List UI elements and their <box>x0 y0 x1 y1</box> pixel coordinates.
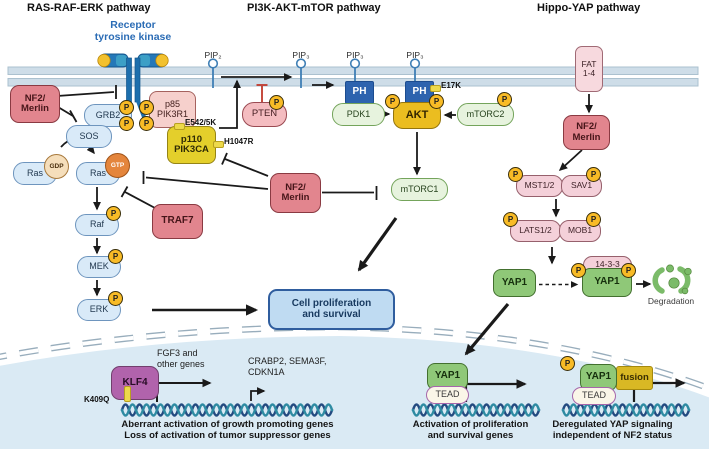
tead-node: TEAD <box>426 386 469 404</box>
nf2-merlin-node: NF2/ Merlin <box>10 85 60 123</box>
ph-domain-node: PH <box>345 81 374 104</box>
pten-inhibition-line <box>256 84 268 102</box>
phospho-badge: P <box>571 263 586 278</box>
phospho-badge: P <box>503 212 518 227</box>
phospho-badge: P <box>108 249 123 264</box>
lats1-2-node: LATS1/2 <box>510 220 561 242</box>
mutation-tick <box>430 85 441 92</box>
e542-mutation-label: E542/5K <box>185 118 217 127</box>
gtp-badge: GTP <box>105 153 130 178</box>
mutation-tick <box>213 141 224 148</box>
arrow-nf2-mst <box>558 149 583 171</box>
k409q-mutation-label: K409Q <box>84 395 110 404</box>
pten-node: PTEN <box>242 102 287 127</box>
pip3-label: PIP₃ <box>346 50 364 60</box>
phospho-badge: P <box>497 92 512 107</box>
phospho-badge: P <box>106 206 121 221</box>
tbar <box>69 110 78 123</box>
yap1-node: YAP1 <box>493 269 536 297</box>
phospho-badge: P <box>429 94 444 109</box>
pip3-label: PIP₃ <box>292 50 310 60</box>
cell-proliferation-box: Cell proliferation and survival <box>268 289 395 330</box>
mtorc2-node: mTORC2 <box>457 103 514 126</box>
title-ras-pathway: RAS-RAF-ERK pathway <box>27 2 151 14</box>
tbar <box>221 152 228 165</box>
caption-growth-genes: Aberrant activation of growth promoting … <box>121 419 334 442</box>
inhibit-traf7-rasgtp <box>124 191 156 209</box>
phospho-badge: P <box>385 94 400 109</box>
traf7-node: TRAF7 <box>152 204 203 239</box>
receptor-label: Receptor tyrosine kinase <box>94 19 172 43</box>
h1047r-mutation-label: H1047R <box>224 137 254 146</box>
connector-arrows <box>56 73 686 402</box>
fgf3-genes-label: FGF3 and other genes <box>157 348 205 369</box>
caption-proliferation-genes: Activation of proliferation and survival… <box>412 419 529 442</box>
arrow-mtorc1-proliferation <box>357 217 398 272</box>
inhibit-nf2-grb2 <box>57 106 74 117</box>
phospho-badge: P <box>560 356 575 371</box>
phospho-badge: P <box>586 212 601 227</box>
mst1-2-node: MST1/2 <box>516 175 563 197</box>
ph-domain-node: PH <box>405 81 434 104</box>
fusion-node: fusion <box>616 366 653 390</box>
phospho-badge: P <box>269 95 284 110</box>
gdp-badge: GDP <box>44 154 69 179</box>
pip3-label: PIP₃ <box>406 50 424 60</box>
nucleus <box>0 336 709 449</box>
mtorc1-node: mTORC1 <box>391 178 448 201</box>
mutation-tick <box>124 386 131 402</box>
phospho-badge: P <box>139 116 154 131</box>
crabp2-genes-label: CRABP2, SEMA3F, CDKN1A <box>248 356 327 377</box>
phospho-badge: P <box>119 116 134 131</box>
dna-helix-middle <box>411 403 541 417</box>
tbar <box>120 186 129 198</box>
dna-helix-left <box>120 403 334 417</box>
title-pi3k-pathway: PI3K-AKT-mTOR pathway <box>247 2 381 14</box>
title-hippo-pathway: Hippo-YAP pathway <box>537 2 641 14</box>
pdk1-node: PDK1 <box>332 103 385 126</box>
degradation-icon <box>652 264 692 295</box>
phospho-badge: P <box>621 263 636 278</box>
mutation-tick <box>174 123 185 130</box>
phospho-badge: P <box>108 291 123 306</box>
phospho-badge: P <box>586 167 601 182</box>
inhibit-nf2-pik3ca <box>224 158 269 177</box>
inhibit-nf2-rasgtp <box>145 176 269 190</box>
nf2-merlin-node: NF2/ Merlin <box>563 115 610 150</box>
p110-pik3ca-node: p110 PIK3CA <box>167 126 216 164</box>
pip3-lollipop <box>409 58 421 88</box>
pip3-lollipop <box>295 58 307 88</box>
phospho-badge: P <box>139 100 154 115</box>
dna-helix-right <box>561 403 691 417</box>
gene-arrow-crabp2 <box>250 387 266 401</box>
tead-node: TEAD <box>572 387 616 405</box>
sos-node: SOS <box>66 125 112 148</box>
phospho-badge: P <box>508 167 523 182</box>
e17k-mutation-label: E17K <box>441 81 462 90</box>
phospho-badge: P <box>119 100 134 115</box>
nf2-merlin-node: NF2/ Merlin <box>270 173 321 213</box>
pip2-lollipop <box>207 58 219 88</box>
caption-deregulated-yap: Deregulated YAP signaling independent of… <box>552 419 673 442</box>
pip2-label: PIP₂ <box>204 50 222 60</box>
klf4-node: KLF4 <box>111 366 159 400</box>
inhibit-nf2-receptor <box>56 91 115 97</box>
arrow-yap1-nucleus <box>464 302 510 356</box>
fat1-4-node: FAT 1-4 <box>575 46 603 92</box>
pip-lollipops <box>207 58 421 88</box>
arrow-pik3ca-membrane <box>219 79 241 129</box>
degradation-label: Degradation <box>647 296 695 306</box>
